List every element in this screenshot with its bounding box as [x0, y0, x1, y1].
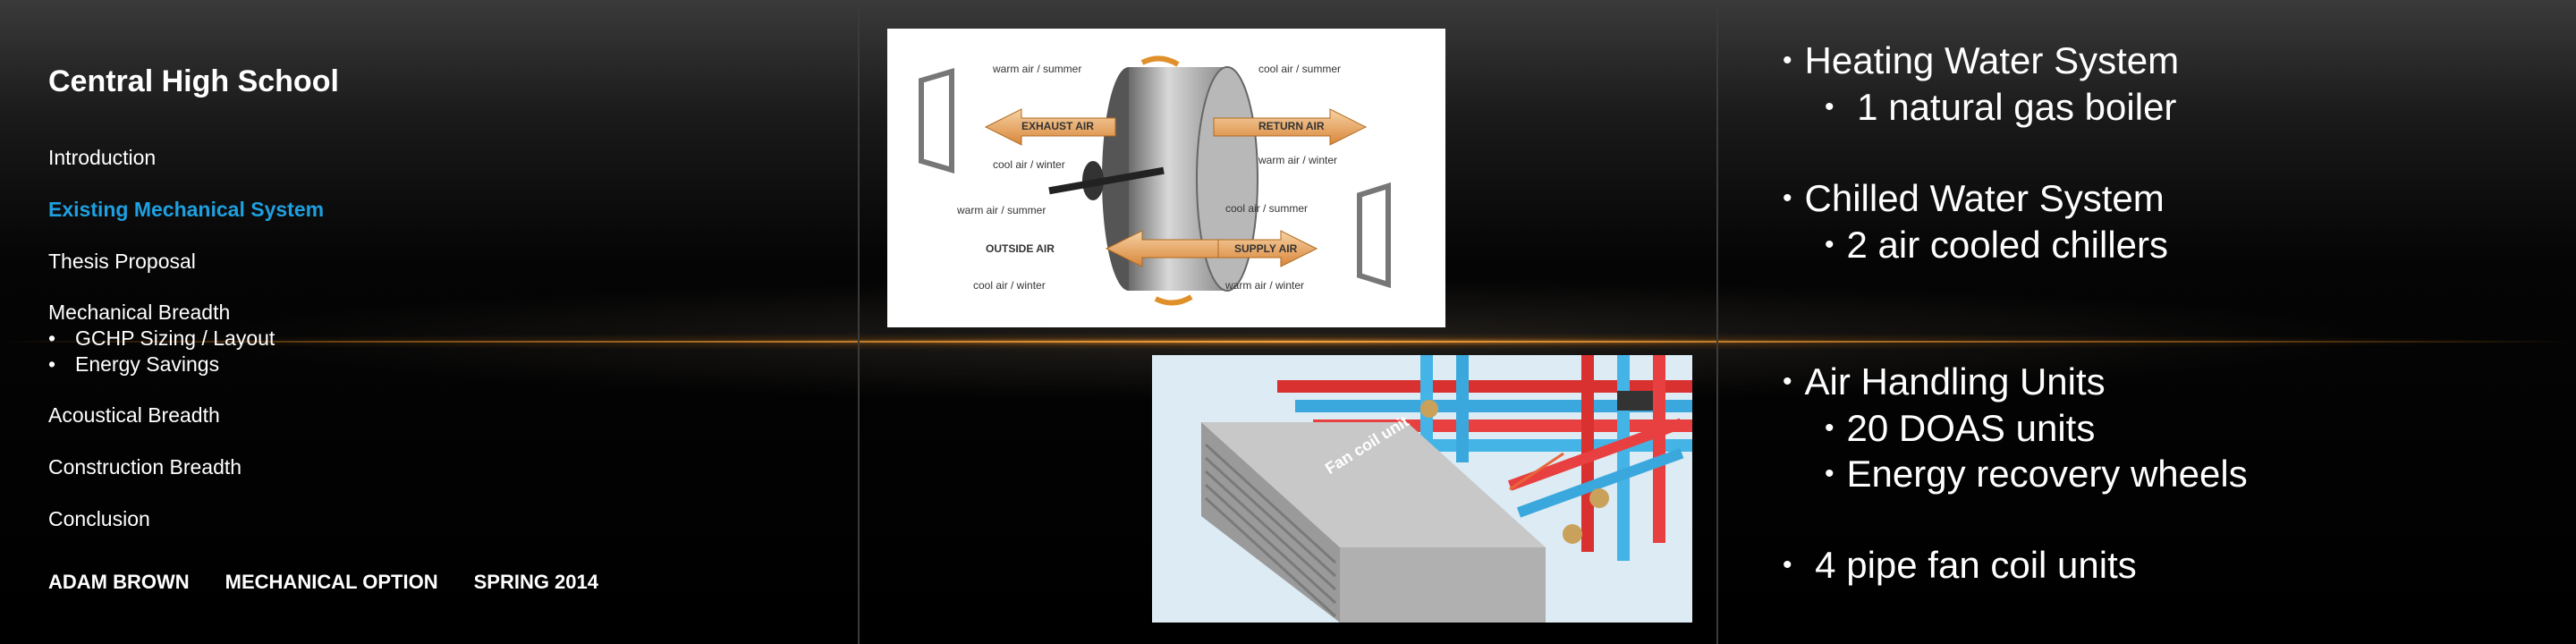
label-supply-air: SUPPLY AIR	[1234, 242, 1298, 255]
column-divider-left	[858, 0, 860, 644]
label-warm-winter-1: warm air / winter	[1258, 154, 1338, 166]
horizon-line	[0, 341, 2576, 343]
footer-option: MECHANICAL OPTION	[225, 571, 438, 593]
bullet-dot: •	[1825, 459, 1835, 488]
label-cool-winter-2: cool air / winter	[973, 279, 1046, 292]
label-warm-summer-2: warm air / summer	[957, 204, 1046, 216]
bullet-erw-text: Energy recovery wheels	[1846, 453, 2248, 495]
bullet-chillers-text: 2 air cooled chillers	[1846, 224, 2169, 266]
label-warm-winter-2: warm air / winter	[1225, 279, 1305, 292]
bullet-dot: •	[1783, 550, 1792, 580]
slide-footer: ADAM BROWN MECHANICAL OPTION SPRING 2014	[48, 571, 598, 594]
label-cool-winter-1: cool air / winter	[993, 158, 1065, 171]
nav-item-thesis-proposal[interactable]: Thesis Proposal	[48, 250, 196, 273]
label-return-air: RETURN AIR	[1258, 120, 1325, 132]
bullet-chillers: • 2 air cooled chillers	[1825, 224, 2168, 267]
sub-bullet: •	[48, 326, 56, 350]
nav-item-acoustical-breadth[interactable]: Acoustical Breadth	[48, 403, 220, 427]
nav-subitem-label: GCHP Sizing / Layout	[75, 326, 275, 350]
bullet-doas: • 20 DOAS units	[1825, 407, 2095, 450]
nav-item-mechanical-breadth[interactable]: Mechanical Breadth	[48, 301, 231, 324]
nav-item-introduction[interactable]: Introduction	[48, 146, 157, 169]
bullet-doas-text: 20 DOAS units	[1846, 407, 2096, 449]
bullet-fcu-text: 4 pipe fan coil units	[1804, 544, 2137, 586]
bullet-dot: •	[1783, 46, 1792, 75]
bullet-dot: •	[1783, 183, 1792, 213]
bullet-fan-coil: • 4 pipe fan coil units	[1783, 544, 2137, 587]
label-cool-summer-1: cool air / summer	[1258, 63, 1342, 75]
bullet-dot: •	[1825, 230, 1835, 259]
bullet-heating-water: • Heating Water System	[1783, 39, 2179, 82]
nav-subitem-energy-savings[interactable]: • Energy Savings	[48, 352, 219, 377]
bullet-heating-text: Heating Water System	[1804, 39, 2180, 81]
bullet-air-handling-units: • Air Handling Units	[1783, 360, 2106, 403]
nav-item-construction-breadth[interactable]: Construction Breadth	[48, 455, 242, 479]
bullet-dot: •	[1825, 413, 1835, 443]
bullet-dot: •	[1825, 92, 1835, 122]
bullet-ahu-text: Air Handling Units	[1804, 360, 2106, 402]
sub-bullet: •	[48, 352, 56, 376]
nav-item-conclusion[interactable]: Conclusion	[48, 507, 150, 530]
bullet-boiler: • 1 natural gas boiler	[1825, 86, 2176, 129]
energy-recovery-wheel-image: warm air / summer EXHAUST AIR cool air /…	[887, 29, 1445, 327]
bullet-chilled-text: Chilled Water System	[1804, 177, 2165, 219]
label-warm-summer-1: warm air / summer	[993, 63, 1082, 75]
bullet-erw: • Energy recovery wheels	[1825, 453, 2248, 496]
fan-coil-unit-image: Fan coil unit	[1152, 355, 1692, 623]
footer-term: SPRING 2014	[473, 571, 598, 593]
footer-author: ADAM BROWN	[48, 571, 190, 593]
nav-subitem-gchp[interactable]: • GCHP Sizing / Layout	[48, 326, 275, 351]
column-divider-right	[1716, 0, 1718, 644]
nav-item-existing-mechanical-system[interactable]: Existing Mechanical System	[48, 198, 325, 221]
bullet-dot: •	[1783, 367, 1792, 396]
bullet-chilled-water: • Chilled Water System	[1783, 177, 2165, 220]
nav-subitem-label: Energy Savings	[75, 352, 220, 376]
nav-title: Central High School	[48, 64, 339, 98]
label-exhaust-air: EXHAUST AIR	[1021, 120, 1094, 132]
bullet-boiler-text: 1 natural gas boiler	[1846, 86, 2177, 128]
label-outside-air: OUTSIDE AIR	[986, 242, 1055, 255]
label-cool-summer-2: cool air / summer	[1225, 202, 1309, 215]
